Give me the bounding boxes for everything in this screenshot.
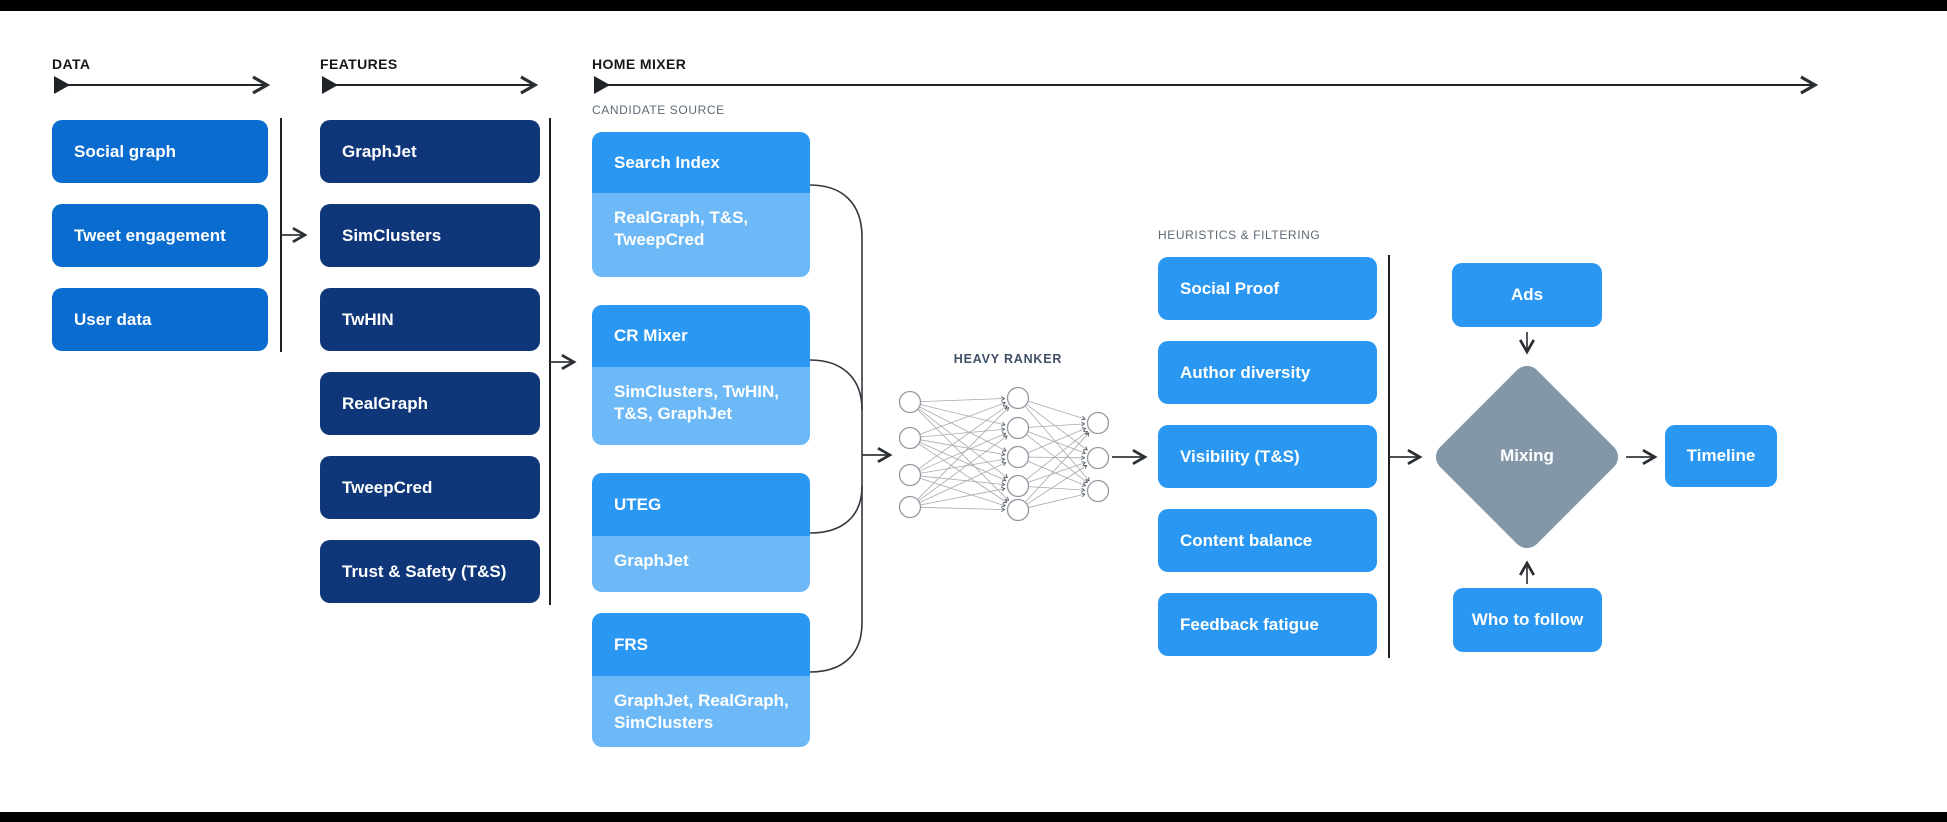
candidate-sources-label: GraphJet	[614, 551, 689, 570]
heuristic-label: Content balance	[1180, 530, 1313, 550]
data-section-label: DATA	[52, 56, 91, 72]
candidate-sources: SimClusters, TwHIN, T&S, GraphJet	[592, 367, 810, 445]
heuristic-author-diversity: Author diversity	[1158, 341, 1377, 404]
feature-trust-safety: Trust & Safety (T&S)	[320, 540, 540, 603]
candidate-merge-connectors	[809, 184, 863, 673]
data-item-user-data: User data	[52, 288, 268, 351]
candidate-name: FRS	[592, 613, 810, 676]
mixing-label: Mixing	[1500, 446, 1554, 465]
home-mixer-section-label: HOME MIXER	[592, 56, 687, 72]
feature-realgraph: RealGraph	[320, 372, 540, 435]
candidate-sources: RealGraph, T&S, TweepCred	[592, 193, 810, 277]
heuristic-label: Social Proof	[1180, 278, 1280, 298]
ads-label: Ads	[1510, 285, 1544, 304]
candidate-name: UTEG	[592, 473, 810, 536]
feature-label: GraphJet	[342, 141, 417, 161]
candidate-name-label: FRS	[614, 634, 648, 654]
candidate-source-label: CANDIDATE SOURCE	[592, 103, 725, 117]
candidate-name-label: Search Index	[614, 152, 720, 172]
candidate-sources-label: SimClusters, TwHIN, T&S, GraphJet	[614, 382, 779, 423]
data-item-label: User data	[74, 309, 152, 329]
heavy-ranker-label: HEAVY RANKER	[953, 352, 1063, 366]
candidate-name: Search Index	[592, 132, 810, 193]
features-section-label: FEATURES	[320, 56, 398, 72]
neural-network	[898, 386, 1110, 522]
feature-tweepcred: TweepCred	[320, 456, 540, 519]
who-to-follow-label: Who to follow	[1471, 610, 1584, 629]
data-item-tweet-engagement: Tweet engagement	[52, 204, 268, 267]
heuristic-social-proof: Social Proof	[1158, 257, 1377, 320]
heuristics-filtering-label: HEURISTICS & FILTERING	[1158, 228, 1321, 242]
data-item-social-graph: Social graph	[52, 120, 268, 183]
candidate-name: CR Mixer	[592, 305, 810, 367]
timeline-label: Timeline	[1686, 446, 1756, 465]
candidate-uteg: UTEG GraphJet	[592, 473, 810, 592]
flow-arrows	[281, 227, 1658, 584]
candidate-sources-label: RealGraph, T&S, TweepCred	[614, 208, 749, 249]
candidate-cr-mixer: CR Mixer SimClusters, TwHIN, T&S, GraphJ…	[592, 305, 810, 445]
feature-label: TwHIN	[342, 309, 394, 329]
candidate-sources: GraphJet	[592, 536, 810, 592]
heuristic-content-balance: Content balance	[1158, 509, 1377, 572]
bottom-black-bar	[0, 812, 1947, 822]
ads-box: Ads	[1452, 263, 1602, 327]
feature-label: RealGraph	[342, 393, 428, 413]
heuristic-label: Visibility (T&S)	[1180, 446, 1300, 466]
heuristic-visibility: Visibility (T&S)	[1158, 425, 1377, 488]
candidate-sources: GraphJet, RealGraph, SimClusters	[592, 676, 810, 747]
feature-simclusters: SimClusters	[320, 204, 540, 267]
data-item-label: Social graph	[74, 141, 177, 161]
feature-graphjet: GraphJet	[320, 120, 540, 183]
feature-label: Trust & Safety (T&S)	[342, 561, 507, 581]
feature-twhin: TwHIN	[320, 288, 540, 351]
mixing-diamond	[1435, 365, 1619, 549]
candidate-frs: FRS GraphJet, RealGraph, SimClusters	[592, 613, 810, 747]
feature-label: TweepCred	[342, 477, 433, 497]
heuristic-label: Feedback fatigue	[1180, 614, 1319, 634]
candidate-name-label: UTEG	[614, 494, 662, 514]
heuristic-label: Author diversity	[1180, 362, 1311, 382]
feature-label: SimClusters	[342, 225, 442, 245]
data-item-label: Tweet engagement	[74, 225, 226, 245]
heuristic-feedback-fatigue: Feedback fatigue	[1158, 593, 1377, 656]
who-to-follow-box: Who to follow	[1453, 588, 1602, 652]
candidate-sources-label: GraphJet, RealGraph, SimClusters	[614, 691, 789, 732]
candidate-search-index: Search Index RealGraph, T&S, TweepCred	[592, 132, 810, 277]
top-black-bar	[0, 0, 1947, 11]
candidate-name-label: CR Mixer	[614, 326, 688, 345]
timeline-box: Timeline	[1665, 425, 1777, 487]
